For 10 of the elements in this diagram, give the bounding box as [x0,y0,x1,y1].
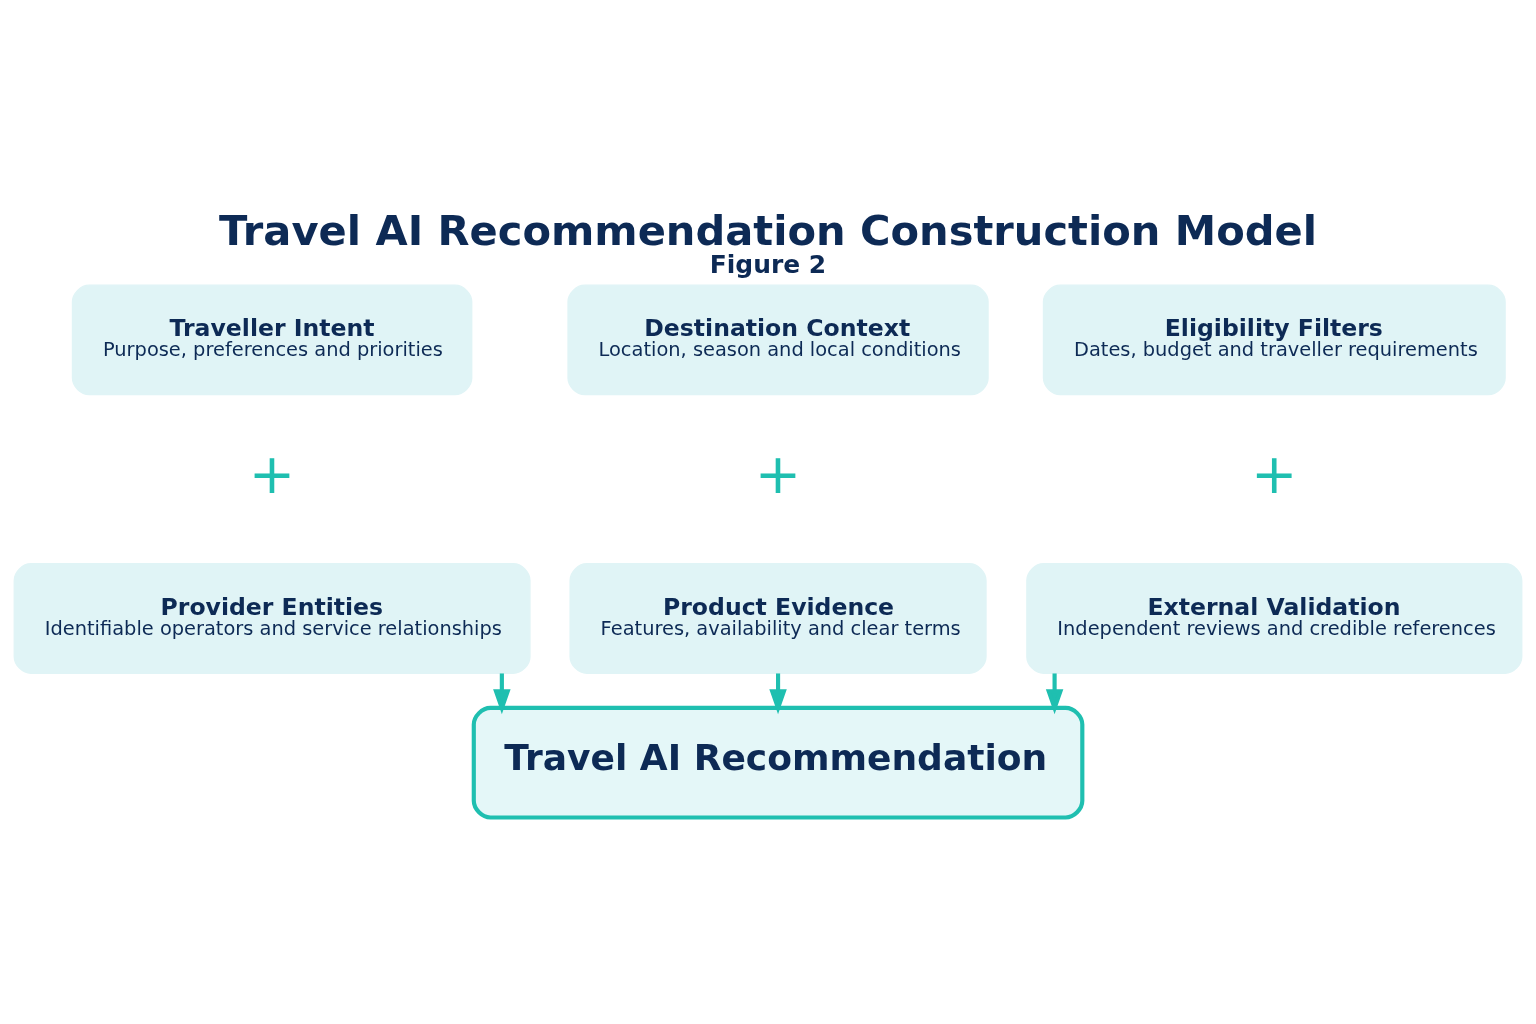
node-box: Product Evidence Features, availability and clear terms [569,562,987,674]
node-box: Provider Entities Identifiable operators and service relationships [13,562,531,674]
label: + [248,441,296,506]
node-box: Traveller Intent Purpose, preferences and priorities [71,283,473,395]
label: + [754,441,802,506]
node-box: External Validation Independent reviews and credible references [1026,562,1523,674]
label: + [1251,441,1298,506]
node-box: Destination Context Location, season and local conditions [567,283,989,395]
node-box: Eligibility Filters Dates, budget and traveller requirements [1042,283,1506,395]
node-box: Travel AI Recommendation [471,705,1085,820]
